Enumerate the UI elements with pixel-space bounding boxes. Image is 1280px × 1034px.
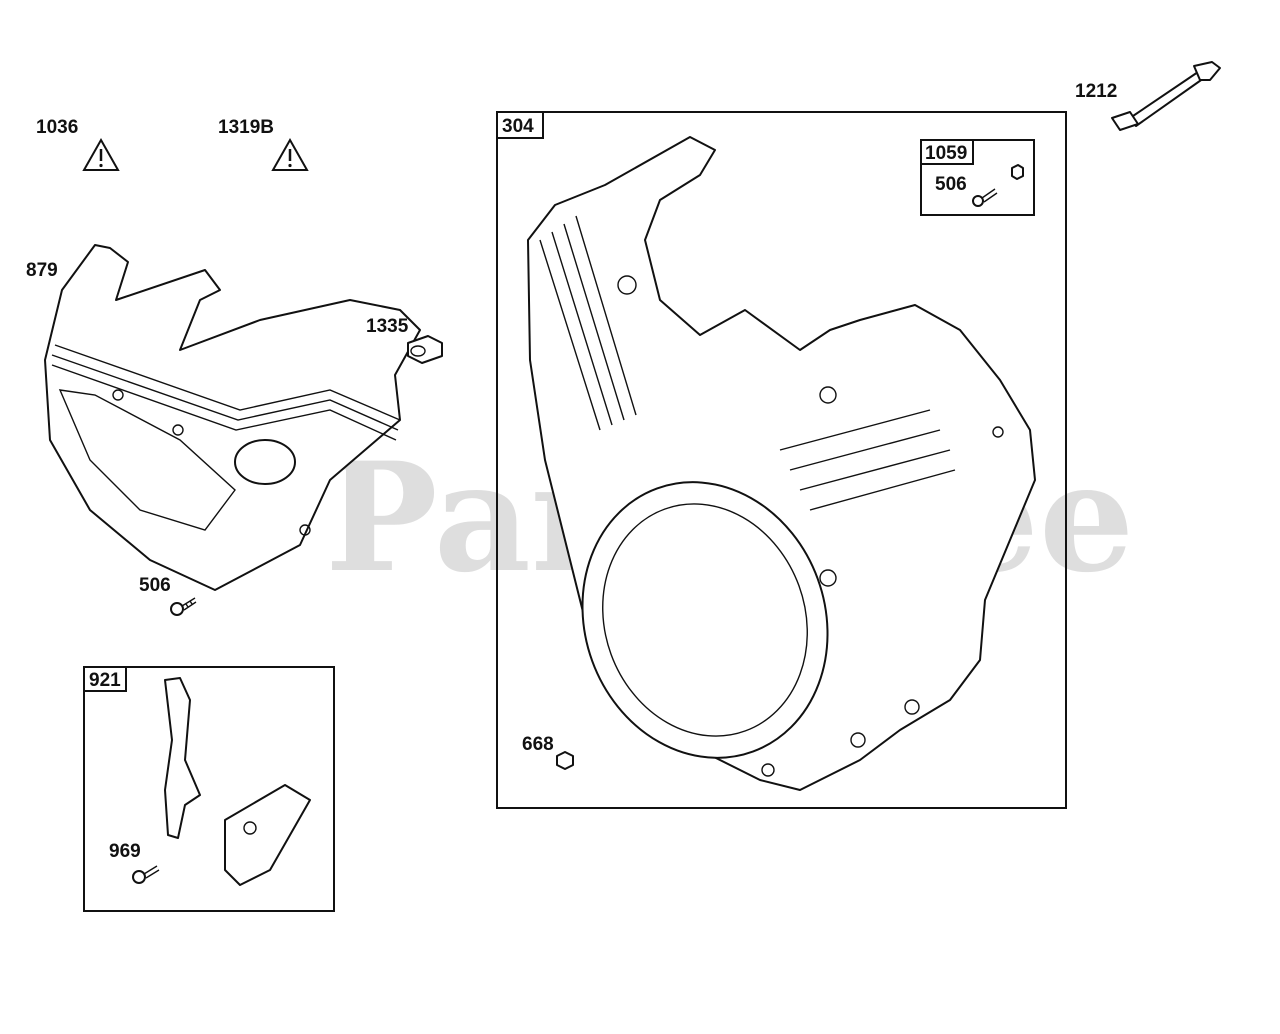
callout-1335[interactable]: 1335 [366,316,409,337]
part-921-baffle[interactable] [164,677,311,886]
callout-506[interactable]: 506 [139,575,171,596]
part-1059-nut[interactable] [1011,164,1024,180]
part-668-plug[interactable] [556,751,574,770]
callout-1319b[interactable]: 1319B [218,117,274,138]
kit-box-1059 [920,139,1035,216]
warning-triangle-icon[interactable] [271,137,309,171]
part-1335-nut[interactable] [407,335,443,364]
callout-668[interactable]: 668 [522,734,554,755]
kit-box-921 [83,666,335,912]
callout-1036[interactable]: 1036 [36,117,78,138]
callout-1212[interactable]: 1212 [1075,81,1117,102]
warning-triangle-icon[interactable] [82,137,120,171]
callout-304[interactable]: 304 [502,116,534,137]
part-506-screw[interactable] [170,597,197,616]
part-969-screw[interactable] [132,865,160,884]
callout-506-kit[interactable]: 506 [935,174,967,195]
kit-box-304 [496,111,1067,809]
callout-1059[interactable]: 1059 [925,143,967,164]
part-304-blower-housing[interactable] [527,136,1036,793]
callout-969[interactable]: 969 [109,841,141,862]
callout-921[interactable]: 921 [89,670,121,691]
callout-879[interactable]: 879 [26,260,58,281]
part-1212-rod[interactable] [1111,61,1221,131]
part-879-cover[interactable] [44,244,421,591]
part-506-screw-kit[interactable] [972,188,998,207]
